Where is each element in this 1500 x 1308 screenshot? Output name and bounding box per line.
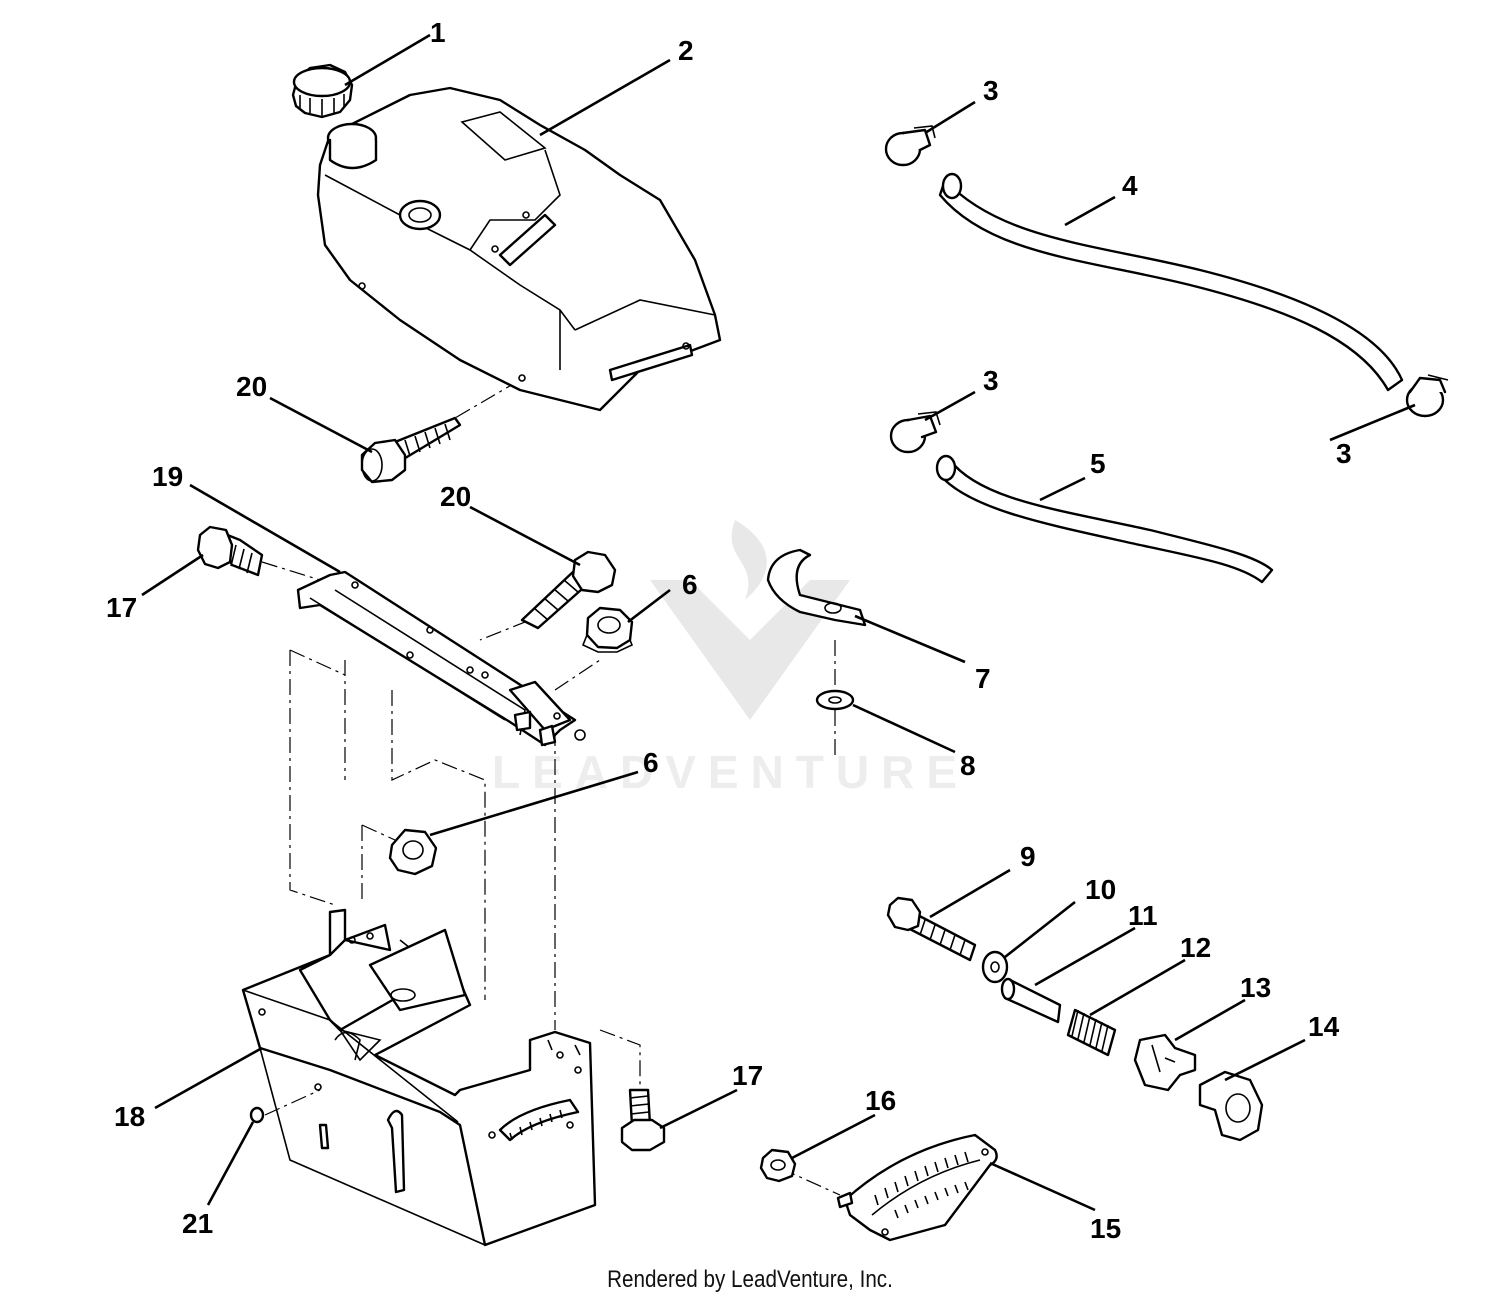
callout-13: 13 <box>1240 972 1271 1003</box>
callout-9: 9 <box>1020 841 1036 872</box>
washer-8 <box>815 689 855 711</box>
callout-6-lower: 6 <box>643 747 659 778</box>
nut-16 <box>759 1148 797 1183</box>
spring <box>1066 1008 1117 1057</box>
watermark-logo: LEADVENTURE <box>492 520 969 798</box>
bolt-middle <box>520 550 617 630</box>
callout-3-middle: 3 <box>983 365 999 396</box>
callout-15: 15 <box>1090 1213 1121 1244</box>
callout-19: 19 <box>152 461 183 492</box>
lock-nut-upper <box>581 606 634 653</box>
callout-14: 14 <box>1308 1011 1340 1042</box>
callout-1: 1 <box>430 17 446 48</box>
fuel-hose-short <box>935 454 1274 584</box>
fuel-cap <box>291 63 354 119</box>
fuel-tank <box>316 86 722 412</box>
callout-21: 21 <box>182 1208 213 1239</box>
callout-2: 2 <box>678 35 694 66</box>
callout-5: 5 <box>1090 448 1106 479</box>
callout-4: 4 <box>1122 170 1138 201</box>
cam-block <box>1133 1033 1197 1092</box>
callout-10: 10 <box>1085 874 1116 905</box>
callout-16: 16 <box>865 1085 896 1116</box>
carriage-bolt <box>886 896 977 962</box>
fuel-hose-long <box>938 172 1404 392</box>
washer-10 <box>981 950 1009 984</box>
screw-21 <box>249 1106 265 1124</box>
spacer <box>1000 977 1062 1024</box>
callout-18: 18 <box>114 1101 145 1132</box>
callout-20-upper: 20 <box>236 371 267 402</box>
lock-nut-lower <box>388 828 438 876</box>
leader-lines <box>141 33 1416 1212</box>
speed-plate <box>836 1133 998 1242</box>
callout-11: 11 <box>1128 900 1158 931</box>
callout-12: 12 <box>1180 932 1211 963</box>
hose-clamp-top <box>884 125 936 167</box>
callout-20-middle: 20 <box>440 481 471 512</box>
hose-clamp-middle <box>889 411 941 454</box>
callout-17-lower: 17 <box>732 1060 763 1091</box>
tank-bracket <box>296 570 586 747</box>
callout-8: 8 <box>960 750 976 781</box>
callout-labels: 1 2 3 4 3 3 5 20 19 20 17 6 7 8 6 9 10 1… <box>106 17 1352 1244</box>
footer-credit: Rendered by LeadVenture, Inc. <box>607 1266 893 1293</box>
bushing <box>1198 1070 1264 1142</box>
callout-7: 7 <box>975 663 991 694</box>
hose-clamp-right <box>1405 374 1449 418</box>
callout-3-right: 3 <box>1336 438 1352 469</box>
callout-3-top: 3 <box>983 75 999 106</box>
bolt-lower <box>620 1088 666 1152</box>
watermark-text: LEADVENTURE <box>492 746 969 798</box>
callout-6-upper: 6 <box>682 569 698 600</box>
hose-clip <box>766 548 867 627</box>
bolt-left <box>196 525 264 577</box>
dash-shroud <box>241 908 597 1247</box>
callout-17-left: 17 <box>106 592 137 623</box>
screw-upper <box>360 416 462 484</box>
